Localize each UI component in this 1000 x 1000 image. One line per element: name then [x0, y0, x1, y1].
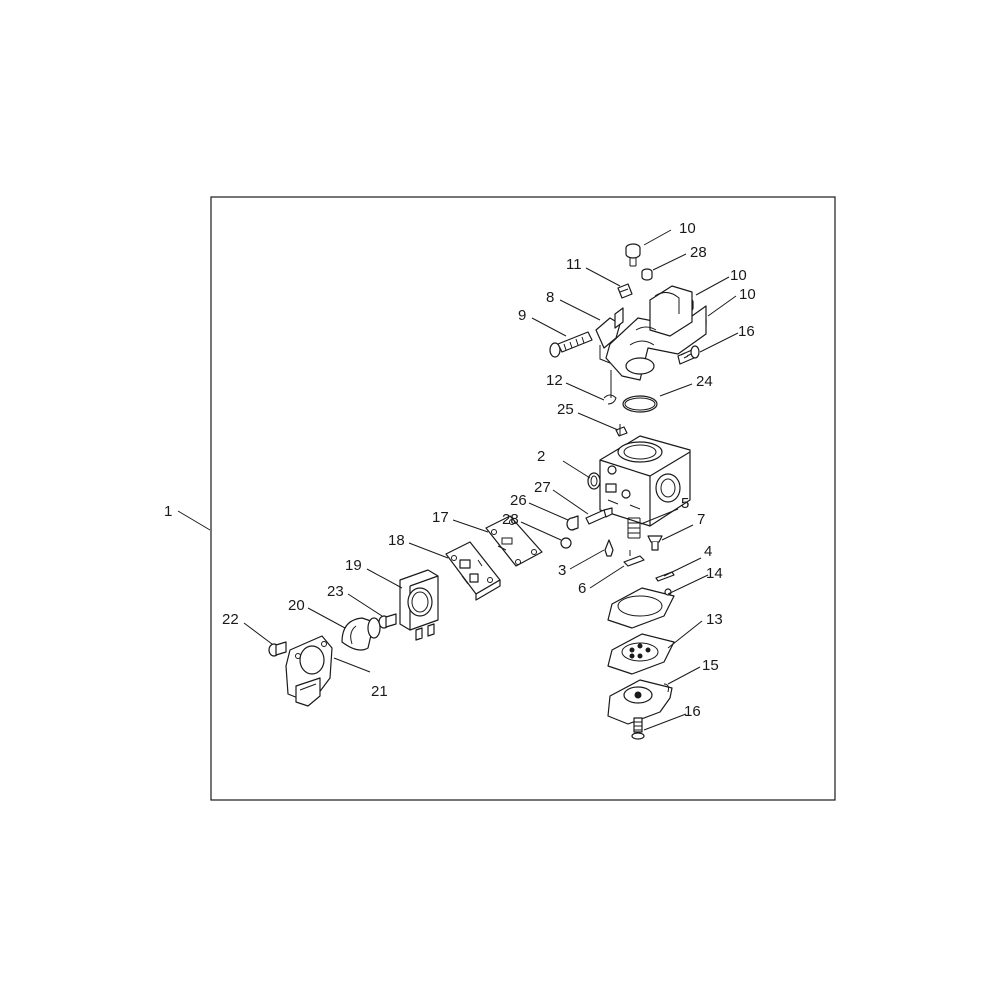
callout-28-lower: 28 — [502, 511, 519, 528]
callout-14: 14 — [706, 565, 723, 582]
callout-10-right-1: 10 — [730, 267, 747, 284]
part-3-inlet-needle — [604, 539, 614, 557]
callout-22: 22 — [222, 611, 239, 628]
callout-13: 13 — [706, 611, 723, 628]
part-14-gasket — [607, 587, 675, 629]
part-17-gasket-plate — [485, 515, 543, 567]
callout-7: 7 — [697, 511, 705, 528]
callout-6: 6 — [578, 580, 586, 597]
part-27-needle — [585, 507, 613, 525]
callout-25: 25 — [557, 401, 574, 418]
callout-28-top: 28 — [690, 244, 707, 261]
part-9-long-screw — [549, 331, 593, 358]
part-16-screw-lower — [631, 717, 645, 740]
part-8-throttle-body — [595, 285, 707, 381]
callout-10-right-2: 10 — [739, 286, 756, 303]
part-18-pump-plate — [445, 541, 501, 601]
callout-23: 23 — [327, 583, 344, 600]
part-23-screw — [378, 613, 397, 629]
callout-24: 24 — [696, 373, 713, 390]
part-5-spring — [627, 517, 641, 539]
callout-12: 12 — [546, 372, 563, 389]
part-4-pin — [655, 571, 675, 582]
part-7-screw — [647, 535, 663, 551]
part-28-cap-lower — [560, 537, 572, 549]
callout-16-upper: 16 — [738, 323, 755, 340]
callout-15: 15 — [702, 657, 719, 674]
part-6-lever — [623, 550, 645, 567]
callout-11: 11 — [566, 256, 582, 273]
part-24-o-ring — [622, 395, 658, 413]
callout-8: 8 — [546, 289, 554, 306]
part-19-pump-body — [399, 569, 439, 641]
callout-19: 19 — [345, 557, 362, 574]
callout-3: 3 — [558, 562, 566, 579]
callout-5: 5 — [681, 495, 689, 512]
part-10-screw-top — [625, 243, 641, 267]
callout-9: 9 — [518, 307, 526, 324]
part-2-plug — [587, 472, 601, 490]
callout-21: 21 — [371, 683, 388, 700]
callout-18: 18 — [388, 532, 405, 549]
callout-labels: 1 2 3 4 5 6 7 8 9 10 10 10 11 12 13 14 1… — [164, 220, 756, 720]
callout-2: 2 — [537, 448, 545, 465]
part-22-screw — [268, 641, 287, 657]
part-28-cap-top — [641, 268, 653, 281]
callout-17: 17 — [432, 509, 449, 526]
callout-10-top: 10 — [679, 220, 696, 237]
callout-1: 1 — [164, 503, 172, 520]
callout-26: 26 — [510, 492, 527, 509]
callout-4: 4 — [704, 543, 712, 560]
part-12-clip — [603, 370, 617, 405]
part-20-primer-bulb — [341, 617, 381, 651]
callout-27: 27 — [534, 479, 551, 496]
part-16-screw-upper — [677, 345, 700, 365]
part-25-pin — [615, 426, 628, 437]
part-26-plug — [566, 515, 579, 531]
part-13-diaphragm — [607, 633, 675, 675]
part-15-cover — [607, 679, 673, 725]
assembly-frame — [210, 196, 836, 801]
part-carburetor-body — [599, 424, 691, 527]
leader-lines — [177, 229, 739, 731]
callout-16-lower: 16 — [684, 703, 701, 720]
part-11-plug — [617, 283, 633, 299]
callout-20: 20 — [288, 597, 305, 614]
part-21-primer-cover — [285, 635, 333, 707]
